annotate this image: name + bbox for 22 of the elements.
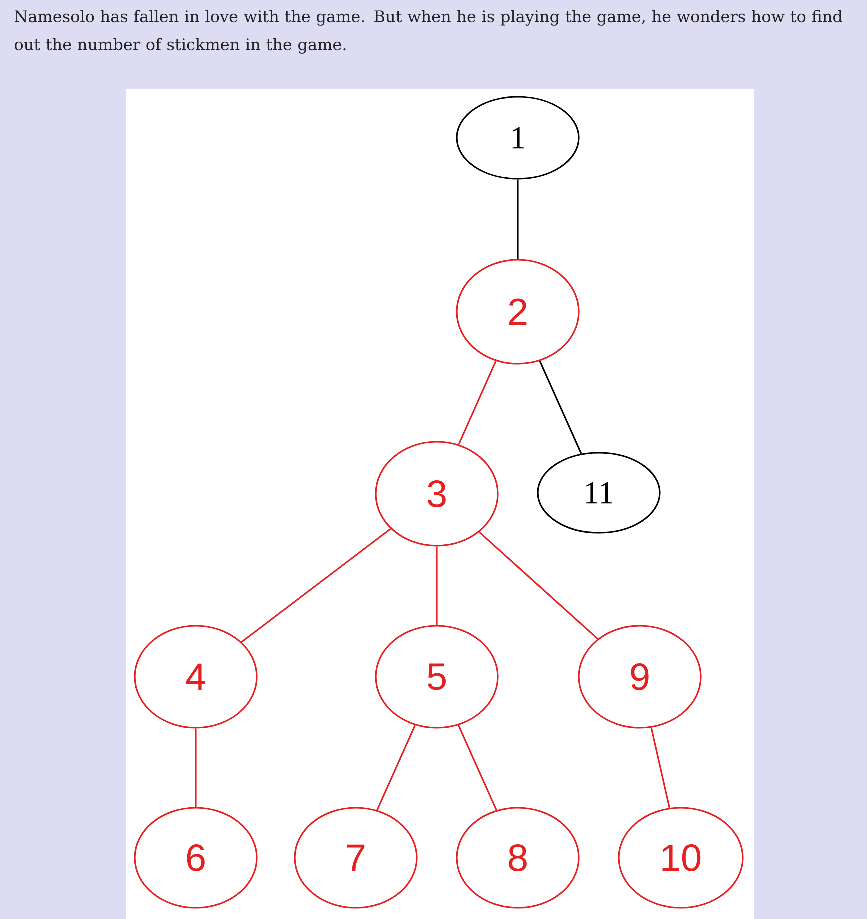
problem-text: Namesolo has fallen in love with the game. But when he is playing the game, he wonders how to find out the number of stickmen in the game. <box>14 10 843 54</box>
tree-node: 7 <box>294 807 418 909</box>
tree-node: 3 <box>375 441 499 547</box>
tree-node: 4 <box>134 625 258 729</box>
tree-node: 5 <box>375 625 499 729</box>
tree-node: 6 <box>134 807 258 909</box>
tree-node: 2 <box>456 259 580 365</box>
tree-edge <box>458 725 498 811</box>
tree-edge <box>195 728 197 808</box>
tree-node: 10 <box>618 807 744 909</box>
tree-edge <box>517 180 519 260</box>
tree-edge <box>458 361 497 445</box>
tree-edge <box>376 725 416 811</box>
tree-node: 11 <box>537 452 661 534</box>
tree-node: 8 <box>456 807 580 909</box>
tree-edge <box>650 728 670 808</box>
tree-edge <box>436 546 438 626</box>
tree-node: 1 <box>456 96 580 180</box>
tree-edge <box>539 361 582 454</box>
tree-edge <box>241 528 392 643</box>
tree-node: 9 <box>578 625 702 729</box>
tree-edge <box>478 532 598 640</box>
